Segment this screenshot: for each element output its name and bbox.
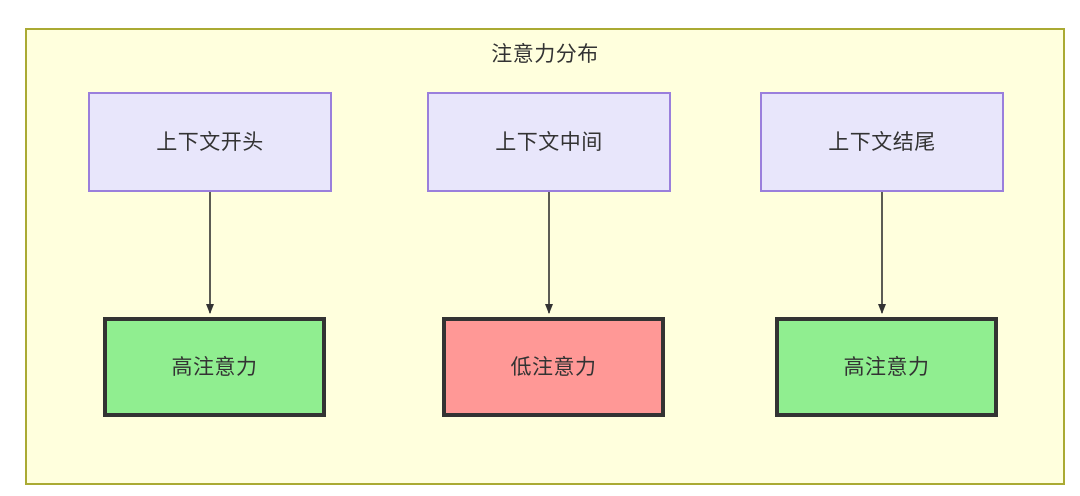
node-context-middle[interactable]: 上下文中间 bbox=[427, 92, 671, 192]
subgraph-title: 注意力分布 bbox=[491, 43, 599, 66]
node-context-end[interactable]: 上下文结尾 bbox=[760, 92, 1004, 192]
node-attention-start-label: 高注意力 bbox=[171, 355, 258, 379]
node-attention-end-label: 高注意力 bbox=[843, 355, 930, 379]
node-attention-start[interactable]: 高注意力 bbox=[103, 317, 326, 417]
node-context-start-label: 上下文开头 bbox=[156, 130, 264, 154]
node-attention-end[interactable]: 高注意力 bbox=[775, 317, 998, 417]
node-context-middle-label: 上下文中间 bbox=[495, 130, 603, 154]
node-context-end-label: 上下文结尾 bbox=[828, 130, 936, 154]
node-attention-middle-label: 低注意力 bbox=[510, 355, 597, 379]
node-context-start[interactable]: 上下文开头 bbox=[88, 92, 332, 192]
node-attention-middle[interactable]: 低注意力 bbox=[442, 317, 665, 417]
